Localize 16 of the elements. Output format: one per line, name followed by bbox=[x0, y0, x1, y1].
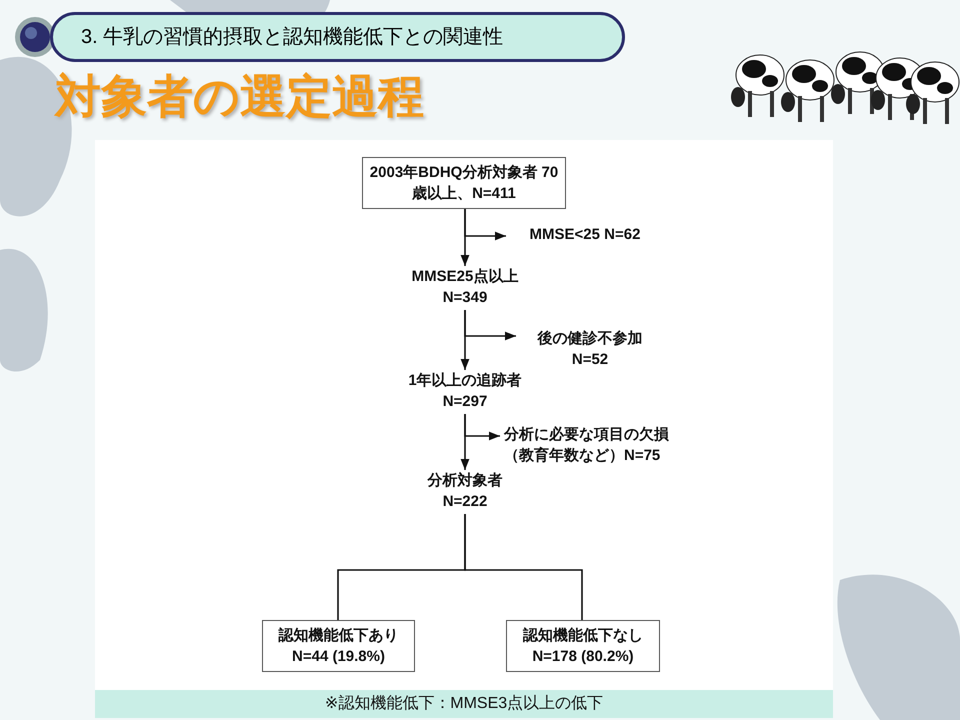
process-box: 認知機能低下あり N=44 (19.8%) bbox=[262, 620, 415, 672]
footnote: ※認知機能低下：MMSE3点以上の低下 bbox=[95, 690, 833, 718]
section-banner: 3. 牛乳の習慣的摂取と認知機能低下との関連性 bbox=[50, 12, 625, 62]
slide-title: 対象者の選定過程 bbox=[55, 69, 424, 124]
flow-text: 1年以上の追跡者 N=297 bbox=[385, 370, 545, 414]
flow-text: 分析対象者 N=222 bbox=[415, 470, 515, 514]
flow-text: MMSE<25 N=62 bbox=[510, 224, 660, 248]
flow-text: 分析に必要な項目の欠損（教育年数など）N=75 bbox=[504, 424, 694, 468]
arrow bbox=[464, 209, 506, 240]
arrow bbox=[464, 310, 516, 340]
process-box: 認知機能低下なし N=178 (80.2%) bbox=[506, 620, 660, 672]
process-box: 2003年BDHQ分析対象者 70歳以上、N=411 bbox=[362, 157, 566, 209]
connector-line bbox=[464, 514, 583, 620]
flow-text: MMSE25点以上 N=349 bbox=[390, 266, 540, 310]
arrow bbox=[464, 414, 500, 440]
flow-text: 後の健診不参加 N=52 bbox=[520, 328, 660, 372]
